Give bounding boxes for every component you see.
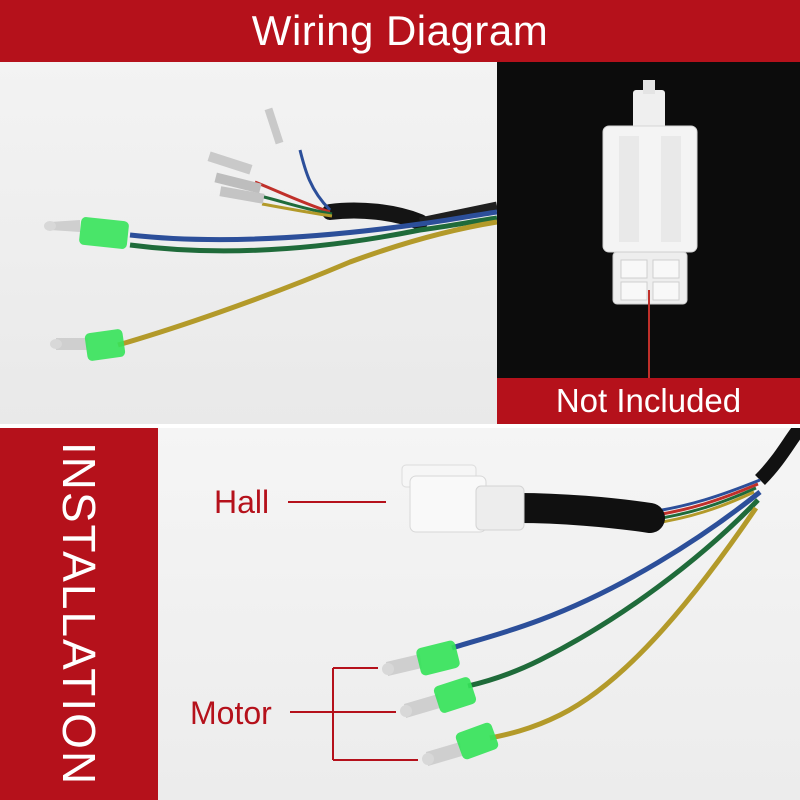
motor-bullet-terminal-icon [50, 329, 126, 361]
installation-label: INSTALLATION [53, 441, 105, 787]
side-band [0, 428, 158, 800]
motor-wire-yellow [489, 506, 759, 741]
motor-bullet-terminal-icon [44, 217, 129, 249]
top-wire-yellow-thick [117, 219, 498, 348]
top-wire-green-thick [129, 215, 498, 254]
top-heat-shrink [322, 202, 428, 230]
page-title: Wiring Diagram [251, 7, 549, 54]
motor-bullet-terminal-icon [400, 677, 477, 718]
motor-bullet-terminal-icon [382, 640, 460, 676]
inset-label-bar: Not Included [497, 378, 800, 424]
section-divider [0, 424, 800, 428]
top-wire-red-thin [254, 180, 331, 214]
motor-bullet-terminal-icon [422, 722, 499, 766]
top-wire-blue-thick [129, 209, 498, 243]
motor-wire-green [467, 498, 760, 689]
pin-terminal-icon [264, 107, 284, 145]
top-wire-yellow-thin [261, 202, 333, 218]
motor-wire-blue [451, 490, 762, 651]
pin-terminal-icon [219, 186, 265, 204]
hall-callout-label: Hall [214, 484, 270, 520]
bottom-wire-bundle [288, 423, 800, 766]
pin-terminal-icon [214, 172, 262, 194]
top-wire-blue-thin [298, 149, 332, 212]
bottom-sheath [754, 423, 800, 485]
hall-connector-icon [401, 464, 525, 533]
bottom-heat-shrink [503, 493, 665, 533]
pin-terminal-icon [207, 151, 253, 175]
connector-housing-icon [602, 80, 698, 378]
top-wire-green-thin [259, 194, 333, 216]
inset-connector-panel [497, 62, 800, 424]
title-bar: Wiring Diagram [0, 0, 800, 62]
motor-callout-label: Motor [190, 695, 272, 731]
top-wire-bundle [44, 107, 498, 361]
top-sheath [419, 201, 498, 227]
not-included-label: Not Included [555, 382, 742, 419]
